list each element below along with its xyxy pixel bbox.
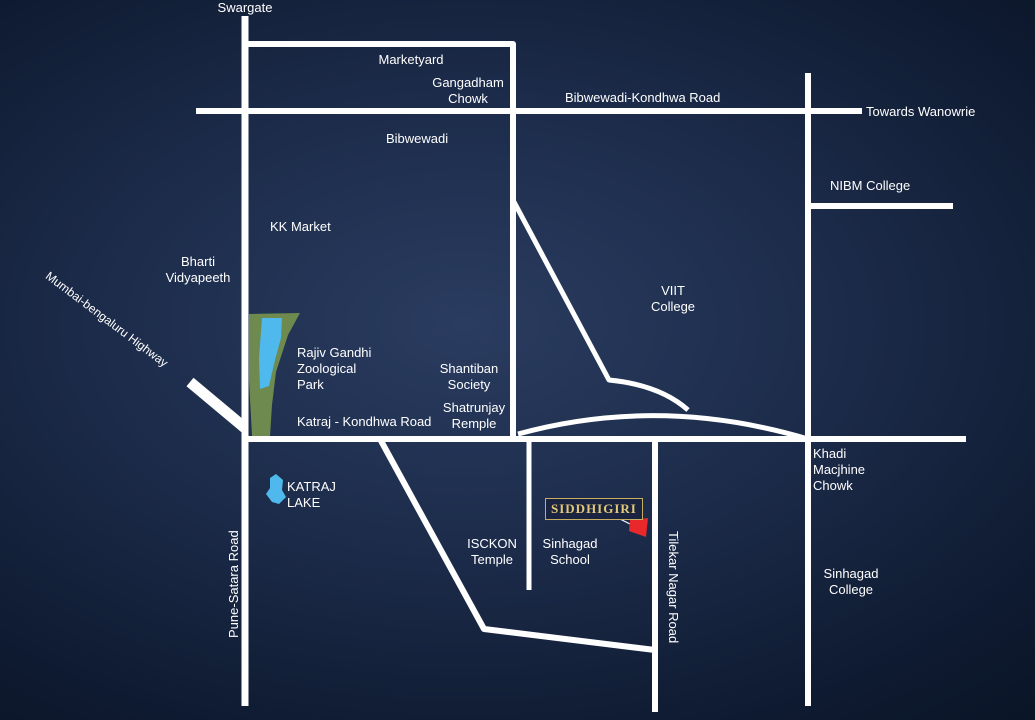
label-bibwewadi-kondhwa-road: Bibwewadi-Kondhwa Road: [565, 90, 721, 105]
label-marketyard: Marketyard: [378, 52, 444, 67]
project-name-badge: SIDDHIGIRI: [545, 498, 643, 520]
label-gangadham-chowk: Gangadham Chowk: [432, 75, 504, 106]
viit-road-line: [510, 198, 690, 412]
label-iskcon-temple: ISCKON Temple: [467, 536, 517, 567]
curved-bypass-line: [517, 413, 809, 442]
mumbai-bengaluru-highway-line: [186, 377, 249, 433]
marketyard-road-line: [245, 41, 516, 438]
south-diagonal-road-line: [377, 437, 656, 653]
label-shantiban-society: Shantiban Society: [439, 361, 499, 392]
label-towards-wanowrie: Towards Wanowrie: [866, 104, 976, 119]
label-katraj-kondhwa-road: Katraj - Kondhwa Road: [297, 414, 432, 429]
katraj-lake-shape: [266, 474, 286, 504]
label-katraj-lake: KATRAJ LAKE: [287, 479, 336, 510]
label-viit-college: VIIT College: [650, 283, 696, 314]
label-rajiv-gandhi-zoological-park: Rajiv Gandhi Zoological Park: [297, 345, 372, 392]
label-kk-market: KK Market: [270, 219, 331, 234]
label-pune-satara-road: Pune-Satara Road: [226, 530, 241, 638]
label-sinhagad-college: Sinhagad College: [823, 566, 879, 597]
park-lake-shape: [259, 318, 282, 389]
label-swargate: Swargate: [217, 0, 273, 15]
label-bibwewadi: Bibwewadi: [386, 131, 449, 146]
label-tilekar-nagar-road: Tilekar Nagar Road: [666, 531, 681, 644]
project-location-marker: [629, 518, 648, 537]
label-khadi-macjhine-chowk: Khadi Macjhine Chowk: [813, 446, 866, 493]
label-nibm-college: NIBM College: [830, 178, 911, 193]
label-bharti-vidyapeeth: Bharti Vidyapeeth: [165, 254, 231, 285]
label-sinhagad-school: Sinhagad School: [542, 536, 598, 567]
label-shatrunjay-remple: Shatrunjay Remple: [442, 400, 506, 431]
